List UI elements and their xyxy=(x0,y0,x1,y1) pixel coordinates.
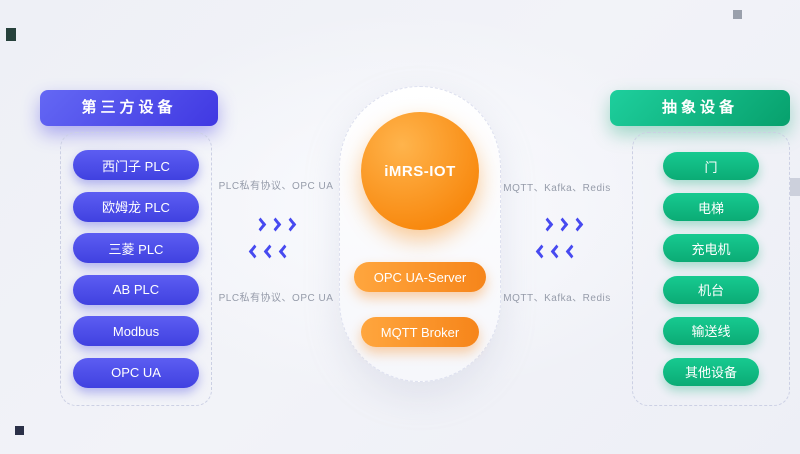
abstract-devices-group: 门 电梯 充电机 机台 输送线 其他设备 xyxy=(632,132,790,406)
arrows-left-icon xyxy=(248,244,291,259)
chevron-left-icon xyxy=(278,244,291,259)
arrows-right-icon xyxy=(541,217,584,232)
imrs-iot-core-node: iMRS-IOT xyxy=(361,112,479,230)
chevron-right-icon xyxy=(541,217,554,232)
device-node-ab-plc: AB PLC xyxy=(73,274,199,305)
chevron-right-icon xyxy=(556,217,569,232)
service-node-opc-ua-server: OPC UA-Server xyxy=(354,262,486,292)
device-node-opc-ua: OPC UA xyxy=(73,357,199,388)
abstract-devices-title: 抽象设备 xyxy=(610,90,790,126)
right-connection-top-label: MQTT、Kafka、Redis xyxy=(503,183,611,194)
left-connection-top-label: PLC私有协议、OPC UA xyxy=(218,181,334,192)
abstract-node-machine: 机台 xyxy=(663,275,759,304)
decoration-square xyxy=(790,178,800,196)
third-party-devices-title: 第三方设备 xyxy=(40,90,218,126)
chevron-left-icon xyxy=(565,244,578,259)
device-node-modbus: Modbus xyxy=(73,316,199,347)
abstract-node-elevator: 电梯 xyxy=(663,193,759,222)
right-connection-bottom-label: MQTT、Kafka、Redis xyxy=(503,293,611,304)
abstract-node-conveyor: 输送线 xyxy=(663,316,759,345)
device-node-omron-plc: 欧姆龙 PLC xyxy=(73,191,199,222)
decoration-square xyxy=(733,10,742,19)
third-party-devices-group: 西门子 PLC 欧姆龙 PLC 三菱 PLC AB PLC Modbus OPC… xyxy=(60,132,212,406)
decoration-square xyxy=(6,28,16,41)
chevron-left-icon xyxy=(263,244,276,259)
chevron-right-icon xyxy=(571,217,584,232)
abstract-node-door: 门 xyxy=(663,152,759,181)
chevron-right-icon xyxy=(254,217,267,232)
chevron-right-icon xyxy=(284,217,297,232)
chevron-left-icon xyxy=(248,244,261,259)
service-node-mqtt-broker: MQTT Broker xyxy=(361,317,479,347)
chevron-left-icon xyxy=(535,244,548,259)
chevron-left-icon xyxy=(550,244,563,259)
device-node-siemens-plc: 西门子 PLC xyxy=(73,150,199,181)
chevron-right-icon xyxy=(269,217,282,232)
decoration-square xyxy=(15,426,24,435)
arrows-right-icon xyxy=(254,217,297,232)
arrows-left-icon xyxy=(535,244,578,259)
device-node-mitsubishi-plc: 三菱 PLC xyxy=(73,233,199,264)
abstract-node-charger: 充电机 xyxy=(663,234,759,263)
left-connection-bottom-label: PLC私有协议、OPC UA xyxy=(218,293,334,304)
abstract-node-other: 其他设备 xyxy=(663,357,759,386)
